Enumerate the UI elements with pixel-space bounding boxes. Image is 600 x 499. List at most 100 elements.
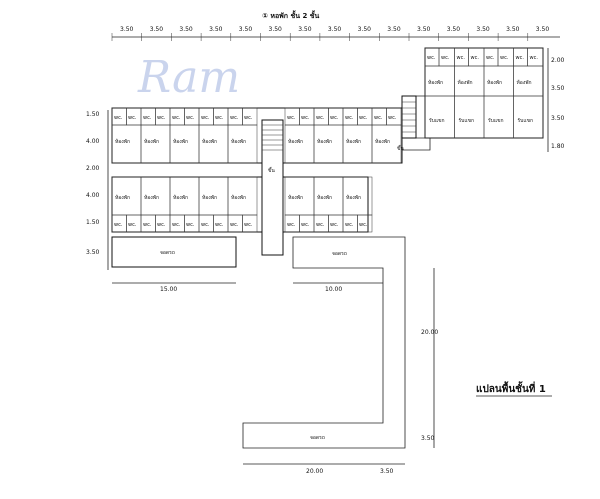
bathroom-label: wc. — [486, 55, 495, 61]
bathroom-label: wc. — [114, 222, 123, 228]
left-dimensions: 1.50 4.00 2.00 4.00 1.50 3.50 — [86, 111, 100, 256]
reception-label: รับแขก — [488, 118, 504, 124]
top-dim-label: 3.50 — [417, 26, 431, 33]
bathroom-label: wc. — [230, 115, 239, 121]
bathroom-label: wc. — [301, 115, 310, 121]
bathroom-label: wc. — [186, 115, 195, 121]
right-dim-label: 3.50 — [551, 115, 565, 122]
bathroom-label: wc. — [157, 115, 166, 121]
lower-block-rooms: wc. wc. ห้องพัก wc. wc. ห้องพัก wc. wc. ห้องพัก w… — [111, 176, 373, 233]
parking-left-label: จอดรถ — [160, 250, 175, 256]
top-dim-label: 3.50 — [179, 26, 193, 33]
bedroom-label: ห้องพัก — [346, 194, 361, 201]
bathroom-label: wc. — [244, 115, 253, 121]
parking-center-label: จอดรถ — [332, 251, 347, 257]
right-dim-label: 1.80 — [551, 143, 565, 150]
bedroom — [371, 124, 402, 164]
bedroom-label: ห้องพัก — [317, 138, 332, 145]
bathroom-label: wc. — [215, 115, 224, 121]
bathroom-label: wc. — [128, 222, 137, 228]
bathroom-label: wc. — [441, 55, 450, 61]
top-dim-label: 3.50 — [298, 26, 312, 33]
top-dim-label: 3.50 — [120, 26, 134, 33]
reception-label: รับแขก — [518, 118, 534, 124]
bathroom-label: wc. — [215, 222, 224, 228]
bedroom-label: ห้องพัก — [317, 194, 332, 201]
parking-left — [111, 236, 237, 268]
bathroom-label: wc. — [143, 222, 152, 228]
bathroom-label: wc. — [330, 222, 339, 228]
bathroom-label: wc. — [359, 222, 368, 228]
bathroom-label: wc. — [374, 115, 383, 121]
top-dim-label: 3.50 — [447, 26, 461, 33]
left-dim-label: 3.50 — [86, 249, 100, 256]
right-dimensions: 2.003.503.501.80 — [551, 57, 565, 150]
bedroom — [227, 176, 258, 216]
right-wing-rooms: wc. wc. ห้องพักรับแขก wc. wc. ห้องพักรับแขก wc… — [424, 47, 544, 139]
bathroom-label: wc. — [172, 222, 181, 228]
bedroom-label: ห้องพัก — [428, 79, 443, 86]
bedroom — [342, 176, 373, 216]
bedroom-label: ห้องพัก — [202, 138, 217, 145]
bedroom-label: ห้องพัก — [487, 79, 502, 86]
top-dim-label: 3.50 — [150, 26, 164, 33]
top-dim-label: 3.50 — [209, 26, 223, 33]
bathroom-label: wc. — [128, 115, 137, 121]
bathroom-label: wc. — [114, 115, 123, 121]
bathroom-label: wc. — [330, 115, 339, 121]
bathroom-label: wc. — [530, 55, 539, 61]
bedroom-label: ห้องพัก — [115, 194, 130, 201]
bathroom-label: wc. — [301, 222, 310, 228]
right-dim-label: 3.50 — [551, 85, 565, 92]
bedroom-label: ห้องพัก — [144, 194, 159, 201]
bathroom-label: wc. — [157, 222, 166, 228]
parking-bottom-label: จอดรถ — [310, 435, 325, 441]
dim-350-bottom: 3.50 — [380, 468, 394, 475]
bedroom-label: ห้องพัก — [144, 138, 159, 145]
bathroom-label: wc. — [471, 55, 480, 61]
bedroom-label: ห้องพัก — [173, 138, 188, 145]
bathroom-label: wc. — [172, 115, 181, 121]
left-dim-label: 1.50 — [86, 219, 100, 226]
bedroom-label: ห้องพัก — [458, 79, 473, 86]
left-dim-label: 2.00 — [86, 165, 100, 172]
top-dim-label: 3.50 — [476, 26, 490, 33]
reception-label: รับแขก — [429, 118, 445, 124]
left-dim-label: 4.00 — [86, 138, 100, 145]
stair-center — [262, 124, 283, 151]
dim-vertical-20: 20.00 — [421, 329, 438, 336]
bathroom-label: wc. — [359, 115, 368, 121]
bathroom-label: wc. — [516, 55, 525, 61]
top-dimensions: 3.50 3.50 3.50 3.50 3.50 3.50 3.50 3.50 3.50 3.50… — [111, 26, 550, 41]
floor-plan-label: แปลนพื้นชั้นที่ 1 — [476, 381, 546, 395]
upper-block-rooms: wc. wc. ห้องพัก wc. wc. ห้องพัก wc. wc. ห้องพัก w… — [111, 107, 402, 164]
top-dim-label: 3.50 — [536, 26, 550, 33]
reception-label: รับแขก — [459, 118, 475, 124]
bedroom — [227, 124, 258, 164]
bathroom-label: wc. — [345, 222, 354, 228]
bedroom-label: ห้องพัก — [115, 138, 130, 145]
bedroom-label: ห้องพัก — [375, 138, 390, 145]
plan-title: ① หอพัก ชั้น 2 ชั้น — [262, 9, 320, 20]
bathroom-label: wc. — [316, 115, 325, 121]
left-dim-label: 1.50 — [86, 111, 100, 118]
top-dim-label: 3.50 — [506, 26, 520, 33]
parking-l-shape — [242, 236, 406, 449]
top-dim-label: 3.50 — [328, 26, 342, 33]
bathroom-label: wc. — [143, 115, 152, 121]
bathroom-label: wc. — [457, 55, 466, 61]
bedroom-label: ห้องพัก — [231, 194, 246, 201]
bedroom-label: ห้องพัก — [202, 194, 217, 201]
top-dim-label: 3.50 — [269, 26, 283, 33]
bathroom-label: wc. — [186, 222, 195, 228]
dim-20: 20.00 — [306, 468, 323, 475]
top-dim-label: 3.50 — [239, 26, 253, 33]
bedroom-label: ห้องพัก — [288, 138, 303, 145]
bathroom-label: wc. — [316, 222, 325, 228]
bathroom-label: wc. — [230, 222, 239, 228]
stair-up-label-center: ขึ้น — [268, 165, 275, 174]
left-dim-label: 4.00 — [86, 192, 100, 199]
reception-room — [513, 95, 544, 139]
stair-up-label-right: ขึ้น — [397, 143, 404, 152]
